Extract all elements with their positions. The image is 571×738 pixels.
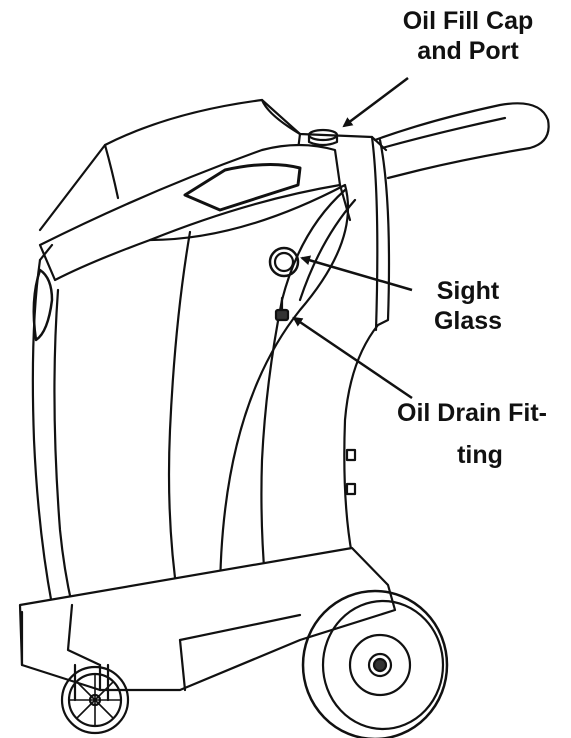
oil-drain-label-line2: ting xyxy=(457,441,503,469)
oil-fill-label-line2: and Port xyxy=(417,37,519,65)
rear-wheel xyxy=(301,589,449,738)
handle xyxy=(373,102,550,180)
body-left xyxy=(31,258,74,607)
side-fitting-lower xyxy=(345,482,357,496)
sight-glass-label-line1: Sight xyxy=(436,277,500,305)
front-caster xyxy=(60,663,130,735)
sight-glass xyxy=(268,246,300,278)
front-panel xyxy=(148,183,350,602)
oil-fill-cap-label: Oil Fill Cap and Port xyxy=(368,6,568,66)
side-fitting-upper xyxy=(345,448,357,462)
oil-fill-cap xyxy=(307,128,339,147)
base xyxy=(18,546,397,692)
left-grip xyxy=(32,268,54,342)
side-frame xyxy=(343,138,391,557)
sight-glass-label-line2: Glass xyxy=(433,307,503,335)
oil-drain-label-line1: Oil Drain Fit- xyxy=(397,399,547,427)
sight-glass-label: Sight Glass xyxy=(408,276,528,336)
arrow-oil-drain xyxy=(292,316,413,400)
arrow-sight-glass xyxy=(300,255,413,292)
oil-drain-fitting xyxy=(274,296,290,322)
oil-fill-label-line1: Oil Fill Cap xyxy=(402,7,534,35)
lid-recess xyxy=(183,162,302,212)
arrow-oil-fill xyxy=(342,77,409,128)
